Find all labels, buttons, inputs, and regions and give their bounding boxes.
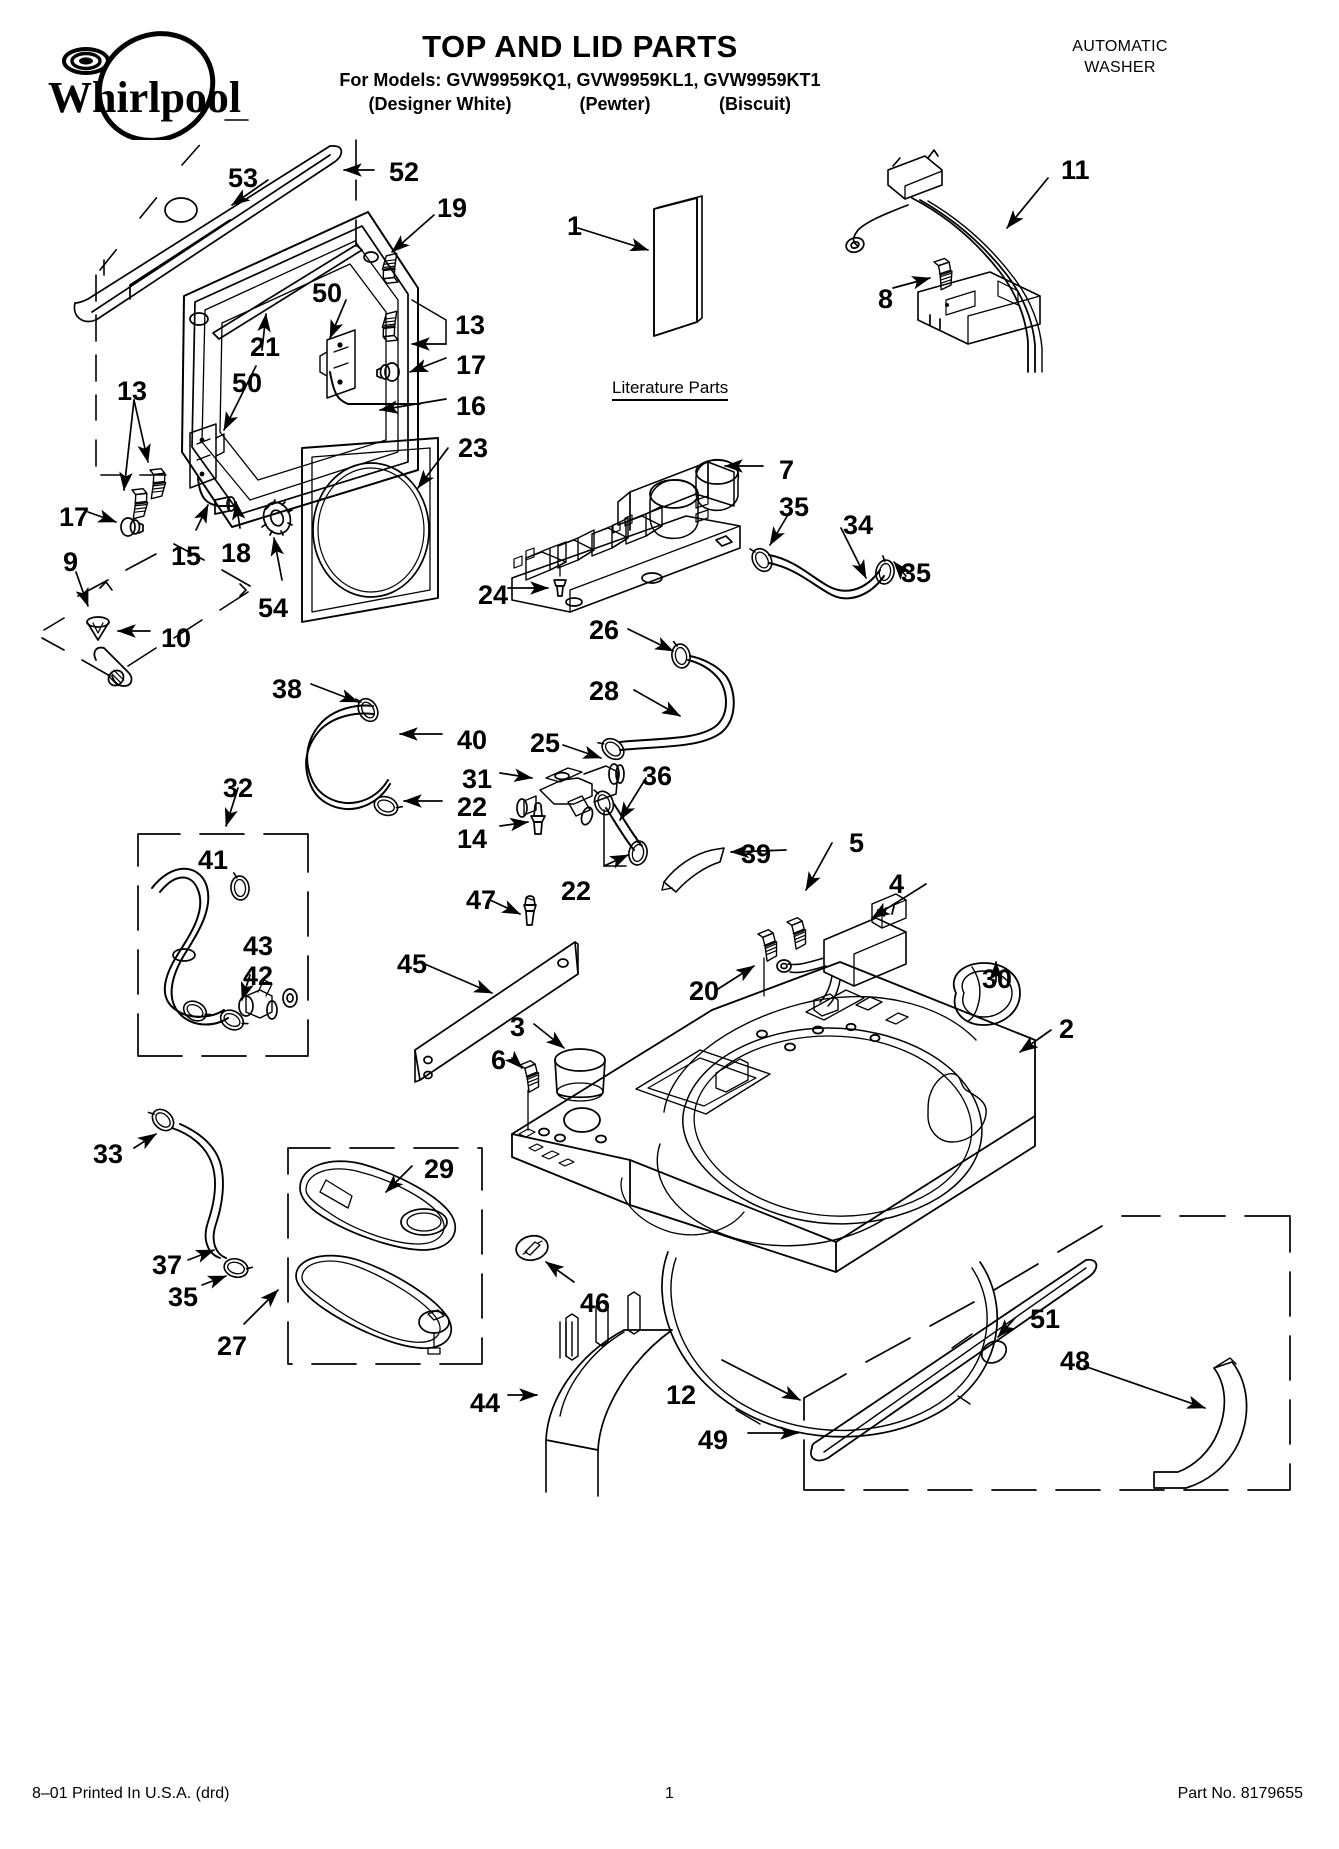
- callout-number-21: 21: [250, 332, 281, 362]
- page-footer: 8–01 Printed In U.S.A. (drd) 1 Part No. …: [0, 1785, 1339, 1807]
- callout-number-3: 3: [510, 1012, 526, 1042]
- callout-number-50: 50: [312, 278, 343, 308]
- callout-number-37: 37: [152, 1250, 183, 1280]
- whirlpool-logo: Whirlpool: [34, 30, 264, 140]
- callout-number-42: 42: [243, 961, 274, 991]
- color-biscuit: (Biscuit): [719, 94, 791, 114]
- callout-number-50: 50: [232, 368, 263, 398]
- callout-number-35: 35: [901, 558, 932, 588]
- color-pewter: (Pewter): [579, 94, 651, 114]
- callout-number-28: 28: [589, 676, 620, 706]
- callout-number-40: 40: [457, 725, 488, 755]
- callout-number-9: 9: [63, 547, 79, 577]
- callout-number-44: 44: [470, 1388, 501, 1418]
- callout-number-20: 20: [689, 976, 720, 1006]
- callout-number-11: 11: [1061, 155, 1090, 185]
- print-info: 8–01 Printed In U.S.A. (drd): [32, 1785, 230, 1802]
- callout-number-30: 30: [982, 964, 1013, 994]
- callout-number-4: 4: [889, 869, 905, 899]
- callout-number-26: 26: [589, 615, 620, 645]
- literature-parts-label: Literature Parts: [612, 378, 729, 401]
- callout-number-22: 22: [561, 876, 592, 906]
- callout-number-22: 22: [457, 792, 488, 822]
- callout-number-14: 14: [457, 824, 488, 854]
- callout-number-38: 38: [272, 674, 303, 704]
- page-title: TOP AND LID PARTS: [422, 29, 738, 64]
- callout-number-51: 51: [1030, 1304, 1061, 1334]
- callout-number-36: 36: [642, 761, 673, 791]
- callout-number-17: 17: [59, 502, 90, 532]
- appliance-type: AUTOMATIC WASHER: [930, 36, 1310, 78]
- callout-number-31: 31: [462, 764, 493, 794]
- callout-number-43: 43: [243, 931, 274, 961]
- callout-number-27: 27: [217, 1331, 248, 1361]
- callout-number-13: 13: [455, 310, 486, 340]
- callout-number-13: 13: [117, 376, 148, 406]
- svg-text:Whirlpool: Whirlpool: [48, 73, 241, 122]
- callout-number-54: 54: [258, 593, 289, 623]
- callout-number-12: 12: [666, 1380, 697, 1410]
- callout-number-17: 17: [456, 350, 487, 380]
- appliance-line-2: WASHER: [1084, 59, 1156, 76]
- callout-number-5: 5: [849, 828, 865, 858]
- callout-number-15: 15: [171, 541, 202, 571]
- callout-number-49: 49: [698, 1425, 729, 1455]
- callout-number-19: 19: [437, 193, 468, 223]
- callout-number-47: 47: [466, 885, 497, 915]
- callout-number-1: 1: [567, 211, 583, 241]
- callout-number-41: 41: [198, 845, 229, 875]
- callout-number-10: 10: [161, 623, 192, 653]
- callout-number-39: 39: [741, 839, 772, 869]
- appliance-line-1: AUTOMATIC: [1072, 38, 1168, 55]
- callout-number-34: 34: [843, 510, 874, 540]
- callout-number-16: 16: [456, 391, 487, 421]
- callout-number-53: 53: [228, 163, 259, 193]
- title-block: TOP AND LID PARTS For Models: GVW9959KQ1…: [270, 30, 890, 115]
- callout-number-2: 2: [1059, 1014, 1075, 1044]
- callout-number-18: 18: [221, 538, 252, 568]
- callout-number-25: 25: [530, 728, 561, 758]
- callout-number-29: 29: [424, 1154, 455, 1184]
- callout-number-7: 7: [779, 455, 795, 485]
- callout-number-52: 52: [389, 157, 420, 187]
- callout-number-35: 35: [168, 1282, 199, 1312]
- color-designer-white: (Designer White): [368, 94, 512, 114]
- callout-number-24: 24: [478, 580, 509, 610]
- callout-number-23: 23: [458, 433, 489, 463]
- page-number: 1: [665, 1785, 674, 1802]
- part-number: Part No. 8179655: [1177, 1785, 1303, 1802]
- callout-number-8: 8: [878, 284, 894, 314]
- colors-line: (Designer White) (Pewter) (Biscuit): [270, 93, 890, 115]
- models-line: For Models: GVW9959KQ1, GVW9959KL1, GVW9…: [339, 70, 821, 90]
- callout-number-35: 35: [779, 492, 810, 522]
- callout-number-32: 32: [223, 773, 254, 803]
- callout-number-33: 33: [93, 1139, 124, 1169]
- callout-number-46: 46: [580, 1288, 611, 1318]
- callout-number-48: 48: [1060, 1346, 1091, 1376]
- callout-number-6: 6: [491, 1045, 507, 1075]
- callout-number-45: 45: [397, 949, 428, 979]
